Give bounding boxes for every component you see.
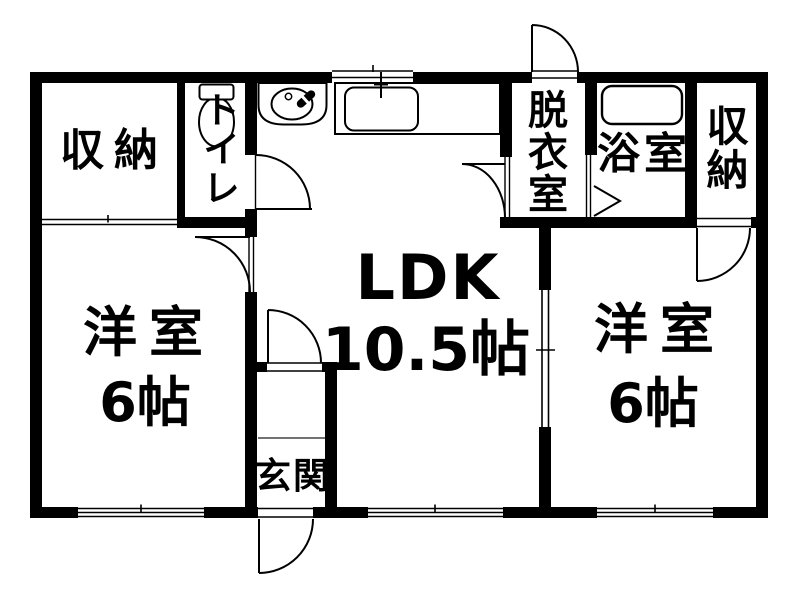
room-label-entrance: 玄関	[254, 456, 332, 497]
room-size-western-room-right: 6帖	[607, 372, 699, 435]
window-bottom-right	[597, 504, 713, 518]
room-label-western-room-left: 洋室	[83, 301, 215, 364]
kitchen-counter-sink-icon	[334, 72, 501, 135]
bathtub-icon	[600, 84, 684, 126]
window-bottom-left	[78, 504, 204, 518]
partition-sliding-door	[536, 290, 555, 427]
door-dressing-top	[531, 24, 579, 73]
closet-sliding-door	[42, 215, 177, 226]
window-bottom-ldk	[368, 504, 503, 518]
room-label-ldk: LDK	[355, 241, 501, 314]
door-storage-top-right	[696, 227, 751, 282]
room-size-ldk: 10.5帖	[321, 315, 531, 385]
door-dressing-room	[461, 163, 506, 219]
walls	[30, 72, 768, 518]
door-sills	[248, 70, 751, 518]
door-hall-to-ldk	[267, 309, 322, 364]
room-label-bathroom: 浴室	[597, 129, 691, 180]
door-entrance	[258, 518, 314, 574]
folding-door-icon	[593, 185, 623, 217]
washbasin-icon	[257, 82, 328, 126]
window-kitchen	[332, 65, 413, 79]
room-label-dressing-room: 脱衣室	[521, 89, 567, 215]
door-western-left	[194, 236, 251, 293]
room-label-storage-top-left: 収納	[60, 125, 168, 176]
room-label-storage-top-right: 収納	[700, 104, 749, 192]
room-label-western-room-right: 洋室	[594, 298, 726, 361]
toilet-bowl-icon	[198, 83, 235, 148]
door-toilet	[255, 154, 312, 210]
room-label-toilet: トイレ	[196, 90, 240, 208]
room-size-western-room-left: 6帖	[99, 371, 191, 434]
